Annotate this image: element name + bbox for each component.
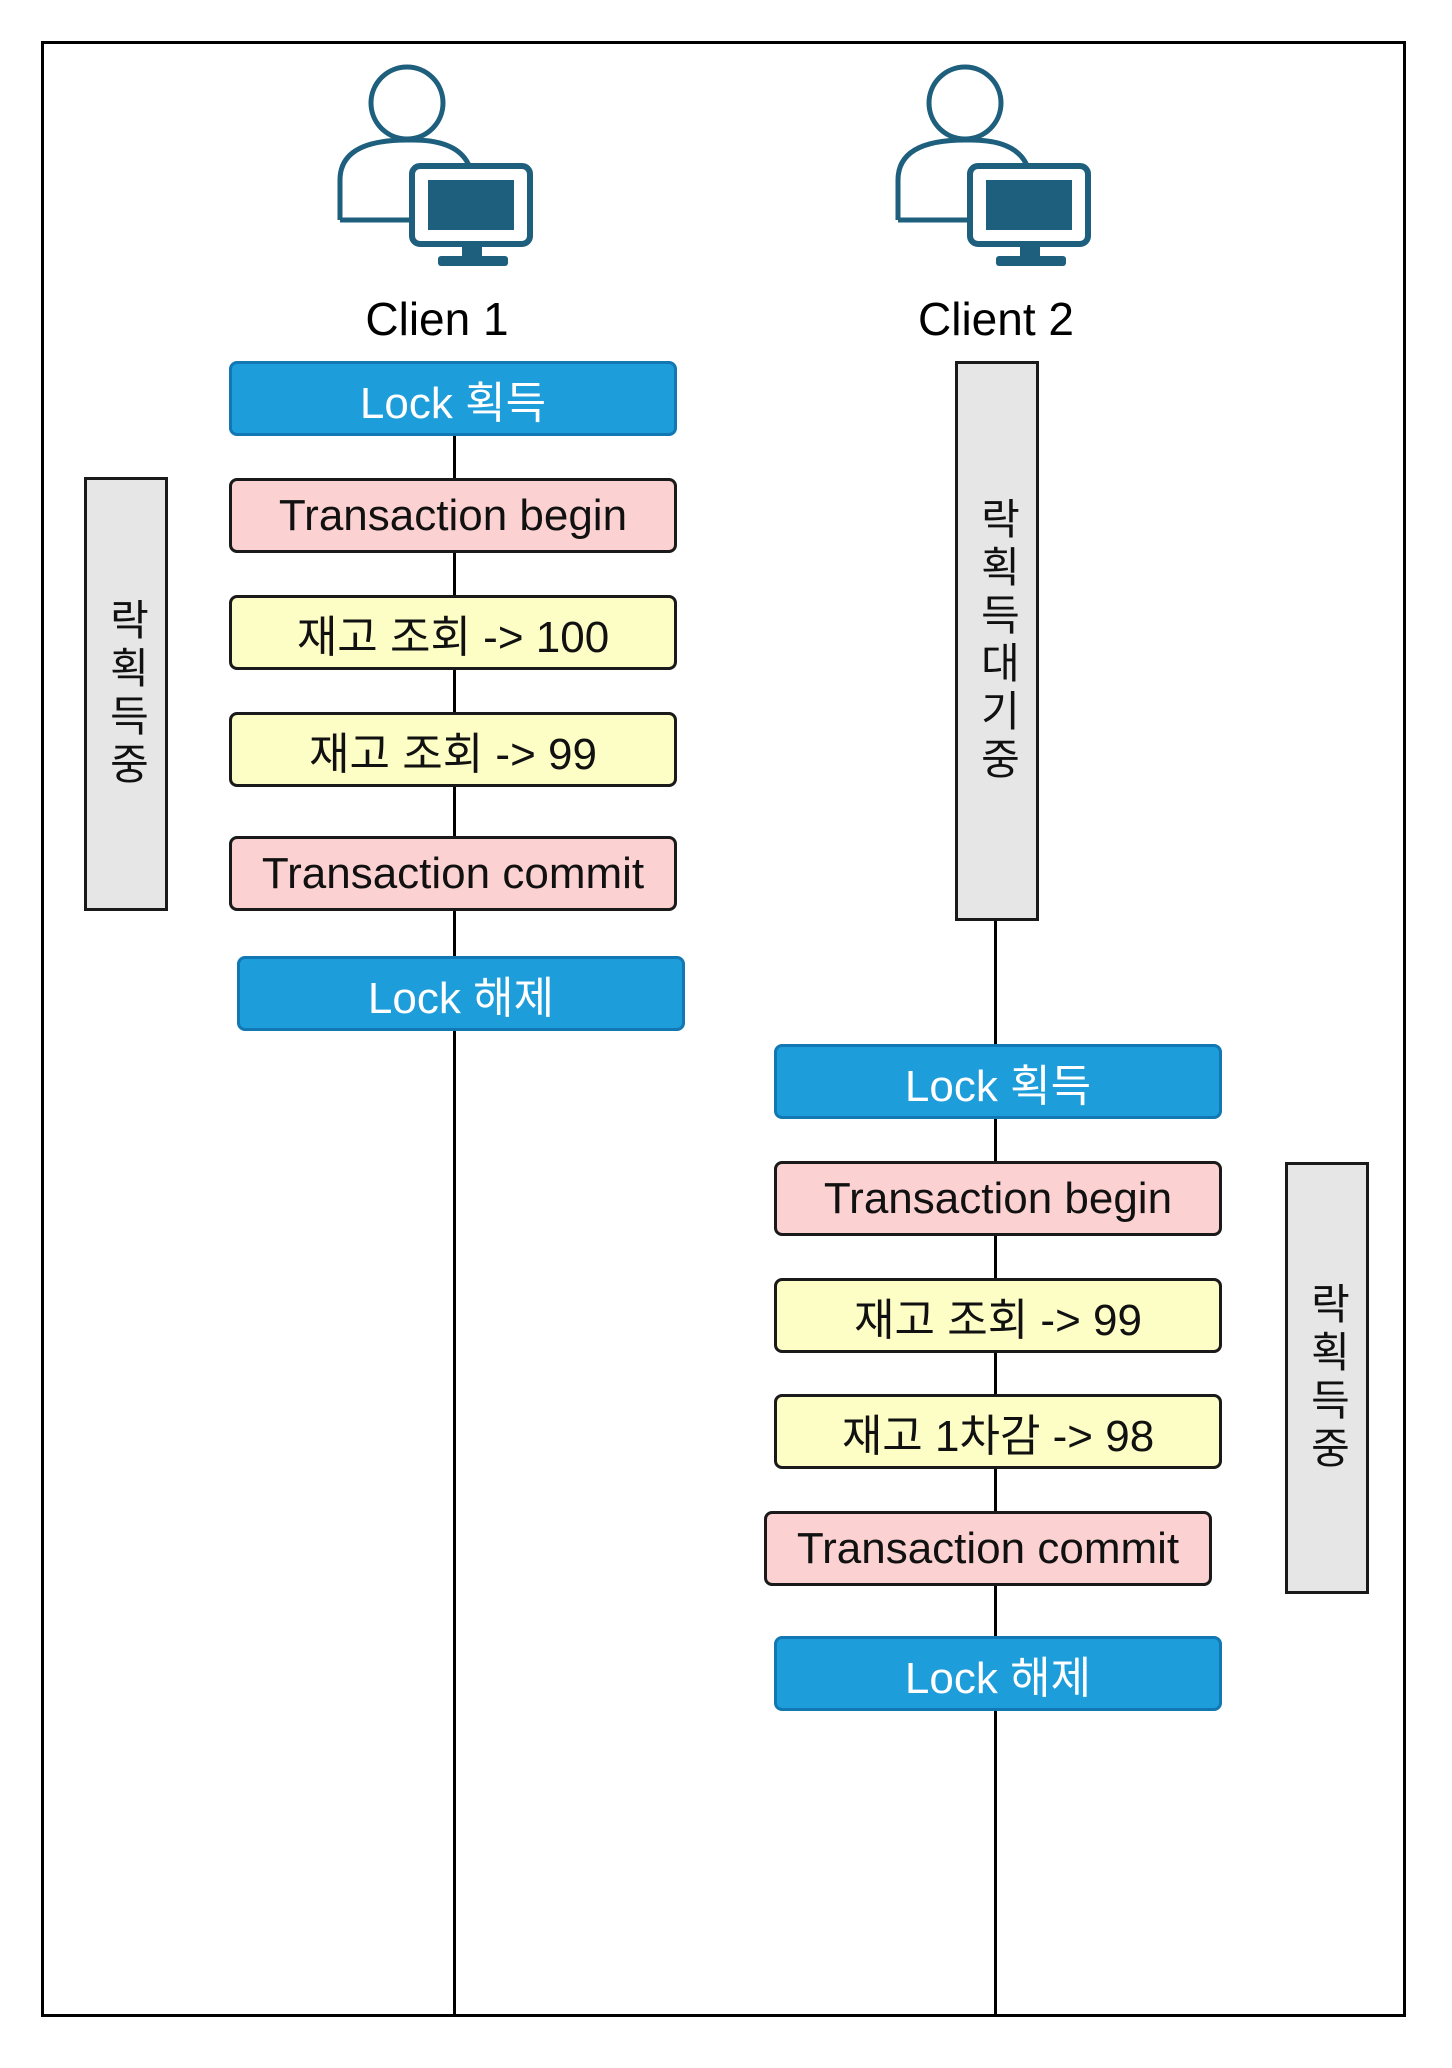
user-with-monitor-icon — [895, 64, 1091, 266]
user-with-monitor-icon — [337, 64, 533, 266]
client-2-lock-held-status: 락획득중 — [1285, 1162, 1369, 1594]
status-text: 락획득중 — [103, 598, 150, 790]
client-1-label: Clien 1 — [365, 293, 509, 345]
status-text: 락획득중 — [1304, 1282, 1351, 1474]
client-2-lock-acquire: Lock 획득 — [774, 1044, 1222, 1119]
client-1-lock-acquire: Lock 획득 — [229, 361, 677, 436]
client-2-label: Client 2 — [918, 293, 1074, 345]
diagram-frame — [41, 41, 1406, 2017]
client-1-stock-query: 재고 조회 -> 100 — [229, 595, 677, 670]
client-1-transaction-begin: Transaction begin — [229, 478, 677, 553]
wait-status-text: 락획득대기중 — [974, 497, 1021, 785]
client-2-lock-release: Lock 해제 — [774, 1636, 1222, 1711]
client-1-lock-release: Lock 해제 — [237, 956, 685, 1031]
client-2-transaction-begin: Transaction begin — [774, 1161, 1222, 1236]
client-1-lifeline — [453, 430, 456, 2017]
client-1-transaction-commit: Transaction commit — [229, 836, 677, 911]
client-1-stock-query-result: 재고 조회 -> 99 — [229, 712, 677, 787]
client-2-stock-decrement: 재고 1차감 -> 98 — [774, 1394, 1222, 1469]
client-2-transaction-commit: Transaction commit — [764, 1511, 1212, 1586]
client-2-lock-wait-status: 락획득대기중 — [955, 361, 1039, 921]
client-1-lock-held-status: 락획득중 — [84, 477, 168, 911]
client-2-stock-query: 재고 조회 -> 99 — [774, 1278, 1222, 1353]
